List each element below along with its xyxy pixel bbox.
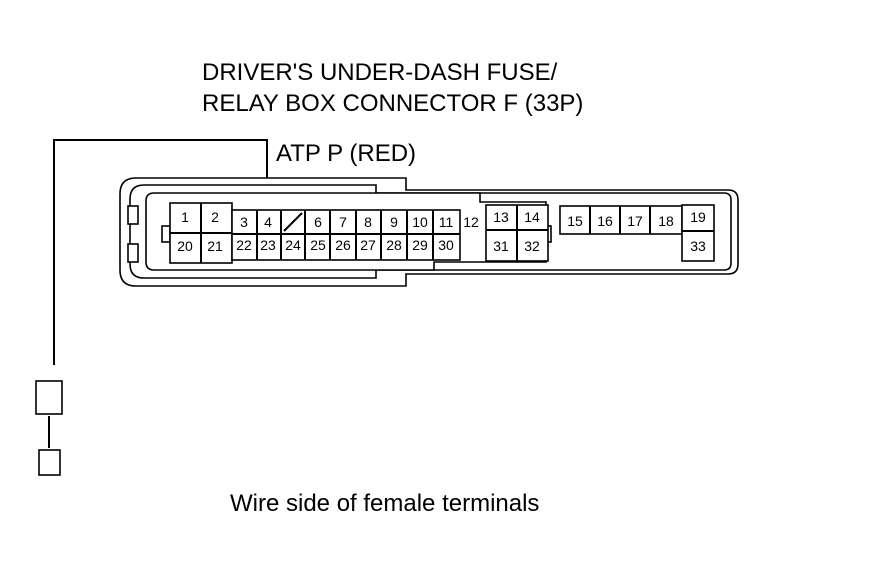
- pin-30: 30: [438, 237, 454, 253]
- pin-7: 7: [339, 214, 347, 230]
- pin-1: 1: [181, 209, 189, 225]
- pin-19: 19: [690, 209, 706, 225]
- pin-26: 26: [335, 237, 351, 253]
- pin-17: 17: [627, 213, 643, 229]
- pin-24: 24: [285, 237, 301, 253]
- pin-31: 31: [493, 238, 509, 254]
- pin-4: 4: [264, 214, 272, 230]
- pin-12: 12: [463, 214, 479, 230]
- pin-2: 2: [211, 209, 219, 225]
- pin-9: 9: [390, 214, 398, 230]
- pin-8: 8: [364, 214, 372, 230]
- pin-33: 33: [690, 238, 706, 254]
- pin-16: 16: [597, 213, 613, 229]
- pin-29: 29: [412, 237, 428, 253]
- pin-27: 27: [360, 237, 376, 253]
- leader-wire: [53, 139, 268, 365]
- pin-13: 13: [493, 209, 509, 225]
- pin-11: 11: [439, 214, 454, 230]
- pin-14: 14: [524, 209, 540, 225]
- terminal-symbol-lower: [38, 449, 61, 476]
- title-line-2: RELAY BOX CONNECTOR F (33P): [202, 90, 583, 117]
- cavity-frames: [169, 202, 715, 264]
- pin-10: 10: [412, 214, 428, 230]
- pin-23: 23: [260, 237, 276, 253]
- pin-numbers: 1 2 3 4 6 7 8 9 10 11 12 13 14 15 16 17 …: [177, 209, 706, 254]
- title-line-1: DRIVER'S UNDER-DASH FUSE/: [202, 59, 558, 86]
- wire-label: ATP P (RED): [276, 140, 416, 167]
- pin-3: 3: [240, 214, 248, 230]
- empty-cavity-5-mark: [283, 212, 303, 232]
- pin-22: 22: [236, 237, 252, 253]
- pin-6: 6: [314, 214, 322, 230]
- pin-28: 28: [386, 237, 402, 253]
- pin-15: 15: [567, 213, 583, 229]
- terminal-symbol-upper: [35, 380, 63, 415]
- caption: Wire side of female terminals: [230, 490, 539, 517]
- pin-20: 20: [177, 238, 193, 254]
- pin-25: 25: [310, 237, 326, 253]
- pin-21: 21: [207, 238, 223, 254]
- pin-18: 18: [658, 213, 674, 229]
- pin-32: 32: [524, 238, 540, 254]
